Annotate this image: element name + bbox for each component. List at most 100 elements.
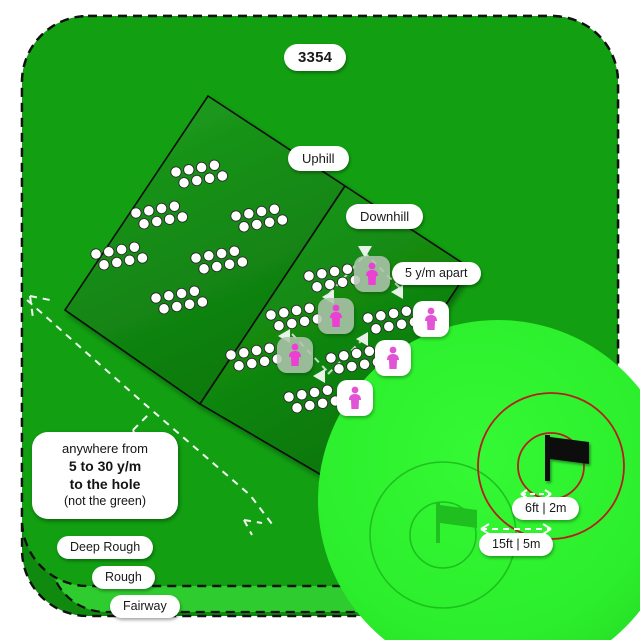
golf-ball — [268, 203, 281, 215]
hole-flag-primary — [545, 435, 589, 481]
distance-note: anywhere from 5 to 30 y/m to the hole (n… — [32, 432, 178, 520]
golf-ball — [203, 172, 216, 184]
label-spacing: 5 y/m apart — [392, 262, 481, 285]
ball-cluster — [283, 384, 342, 414]
golf-ball — [243, 208, 255, 220]
label-uphill: Uphill — [288, 146, 349, 171]
golf-ball — [223, 258, 236, 270]
ball-cluster — [230, 203, 289, 233]
golf-ball — [188, 285, 201, 297]
golf-ball — [163, 213, 176, 225]
golf-ball — [138, 218, 150, 230]
golf-ball — [263, 342, 276, 354]
zone-main-field-border — [20, 14, 620, 588]
person-icon — [421, 307, 441, 331]
golf-ball — [258, 355, 271, 367]
golf-ball — [363, 345, 376, 357]
golf-ball — [362, 312, 374, 324]
note-line-2: 5 to 30 y/m — [68, 457, 142, 474]
golf-ball — [338, 350, 350, 362]
golf-ball — [168, 200, 181, 212]
golf-ball — [215, 247, 228, 260]
golf-ball — [155, 202, 168, 215]
golf-ball — [370, 323, 382, 335]
golf-ball — [150, 292, 162, 304]
legend-fairway: Fairway — [110, 595, 180, 618]
ball-cluster — [150, 285, 209, 315]
golf-ball — [178, 177, 190, 189]
golf-ball — [115, 243, 128, 256]
golf-ball — [283, 391, 295, 403]
golf-ball — [316, 268, 328, 280]
golf-ball — [163, 290, 175, 302]
golf-ball — [203, 250, 215, 262]
golf-ball — [128, 241, 141, 253]
ball-cluster — [225, 342, 284, 372]
golf-ball — [336, 276, 349, 288]
golf-ball — [276, 214, 289, 226]
golf-ball — [246, 357, 258, 370]
golf-ball — [328, 265, 341, 278]
ball-cluster — [265, 302, 324, 332]
golf-ball — [278, 307, 290, 319]
person-marker — [375, 340, 411, 376]
golf-ball — [143, 205, 155, 217]
golf-ball — [400, 305, 413, 317]
title-badge: 3354 — [284, 44, 347, 71]
golf-ball — [136, 252, 149, 264]
golf-ball — [230, 210, 242, 222]
golf-ball — [238, 221, 250, 233]
golf-ball — [321, 384, 334, 396]
golf-ball — [191, 174, 203, 187]
ball-cluster — [362, 305, 421, 335]
golf-ball — [350, 347, 363, 360]
person-icon — [383, 346, 403, 370]
golf-ball — [198, 263, 210, 275]
golf-ball — [395, 318, 408, 330]
golf-ball — [303, 302, 316, 314]
golf-ball — [233, 360, 245, 372]
ball-cluster — [190, 245, 249, 275]
golf-ball — [183, 164, 195, 176]
golf-ball — [273, 320, 285, 332]
golf-ball — [111, 256, 123, 269]
golf-ball — [324, 278, 336, 291]
person-marker — [354, 256, 390, 292]
golf-ball — [175, 287, 188, 300]
golf-ball — [228, 245, 241, 257]
golf-ball — [387, 307, 400, 320]
golf-ball — [290, 304, 303, 317]
golf-ball — [196, 296, 209, 308]
golf-ball — [238, 347, 250, 359]
golf-ball — [190, 252, 202, 264]
person-icon — [345, 386, 365, 410]
label-downhill: Downhill — [346, 204, 424, 229]
golf-ball — [90, 248, 102, 260]
golf-ball — [296, 389, 308, 401]
note-line-3: to the hole — [69, 475, 141, 492]
person-marker — [318, 298, 354, 334]
hole-flag-secondary — [436, 503, 477, 543]
golf-ball — [236, 256, 249, 268]
golf-ball — [286, 317, 298, 330]
ball-cluster — [303, 263, 362, 293]
person-marker — [277, 337, 313, 373]
label-ring-outer: 15ft | 5m — [479, 533, 554, 556]
golf-ball — [298, 315, 311, 327]
golf-ball — [303, 270, 315, 282]
golf-ball — [291, 402, 303, 414]
golf-ball — [98, 259, 110, 271]
spacing-arrow-heads — [278, 246, 403, 383]
note-line-1: anywhere from — [62, 441, 148, 456]
legend-deep-rough: Deep Rough — [57, 536, 154, 559]
ball-cluster — [90, 241, 149, 271]
golf-ball — [375, 310, 387, 322]
golf-ball — [158, 303, 170, 315]
golf-ball — [341, 263, 354, 275]
person-icon — [362, 262, 382, 286]
golf-ball — [333, 363, 345, 375]
ball-cluster — [170, 159, 229, 189]
golf-ball — [346, 360, 358, 373]
